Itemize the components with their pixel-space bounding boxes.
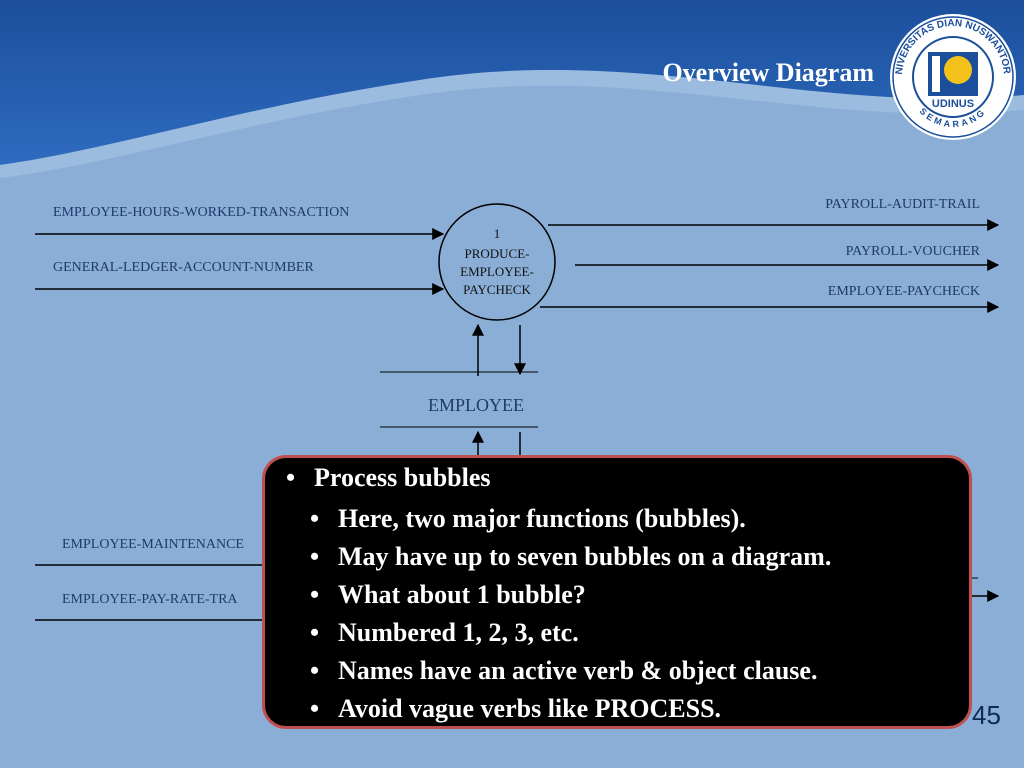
process-name-line-2: EMPLOYEE-: [460, 264, 534, 279]
bullet-icon: •: [310, 656, 320, 685]
input-flow-label-1: EMPLOYEE-HOURS-WORKED-TRANSACTION: [53, 205, 350, 220]
process-name-line-3: PAYCHECK: [463, 282, 531, 297]
bullet-icon: •: [310, 618, 320, 647]
svg-text:UDINUS: UDINUS: [932, 98, 974, 110]
header-wave-background: [0, 0, 1024, 178]
bullet-icon: •: [310, 694, 320, 723]
callout-item-text: May have up to seven bubbles on a diagra…: [338, 542, 832, 571]
callout-item-text: Avoid vague verbs like PROCESS.: [338, 694, 722, 723]
callout-item-text: Numbered 1, 2, 3, etc.: [338, 618, 579, 647]
callout-item-text: Here, two major functions (bubbles).: [338, 504, 746, 533]
slide-title: Overview Diagram: [662, 58, 874, 87]
bullet-icon: •: [286, 463, 296, 492]
bullet-icon: •: [310, 504, 320, 533]
bullet-icon: •: [310, 580, 320, 609]
callout-item: • Here, two major functions (bubbles).: [310, 500, 831, 538]
callout-list: • Here, two major functions (bubbles). • M…: [310, 500, 831, 728]
process-name-line-1: PRODUCE-: [464, 246, 529, 261]
callout-heading-text: Process bubbles: [314, 463, 491, 492]
output-flow-label-3: EMPLOYEE-PAYCHECK: [827, 284, 980, 299]
callout-item: • Avoid vague verbs like PROCESS.: [310, 690, 831, 728]
output-flow-label-2: PAYROLL-VOUCHER: [845, 244, 980, 259]
datastore-label: EMPLOYEE: [428, 395, 524, 415]
bullet-icon: •: [310, 542, 320, 571]
university-logo: UDINUS UNIVERSITAS DIAN NUSWANTORO SEMAR…: [888, 12, 1016, 140]
output-flow-label-1: PAYROLL-AUDIT-TRAIL: [825, 197, 980, 212]
callout-item-text: What about 1 bubble?: [338, 580, 586, 609]
process-number: 1: [494, 226, 501, 241]
callout-item-text: Names have an active verb & object claus…: [338, 656, 818, 685]
page-number: 45: [972, 700, 1001, 730]
callout-item: • Names have an active verb & object clau…: [310, 652, 831, 690]
callout-item: • What about 1 bubble?: [310, 576, 831, 614]
lower-input-flow-label-2: EMPLOYEE-PAY-RATE-TRA: [62, 592, 238, 607]
process-bubble: [438, 203, 556, 321]
input-flow-label-2: GENERAL-LEDGER-ACCOUNT-NUMBER: [53, 260, 314, 275]
callout-box: [262, 455, 972, 729]
callout-item: • Numbered 1, 2, 3, etc.: [310, 614, 831, 652]
lower-input-flow-label-1: EMPLOYEE-MAINTENANCE: [62, 537, 244, 552]
callout-heading: • Process bubbles: [286, 463, 491, 493]
callout-item: • May have up to seven bubbles on a diagr…: [310, 538, 831, 576]
